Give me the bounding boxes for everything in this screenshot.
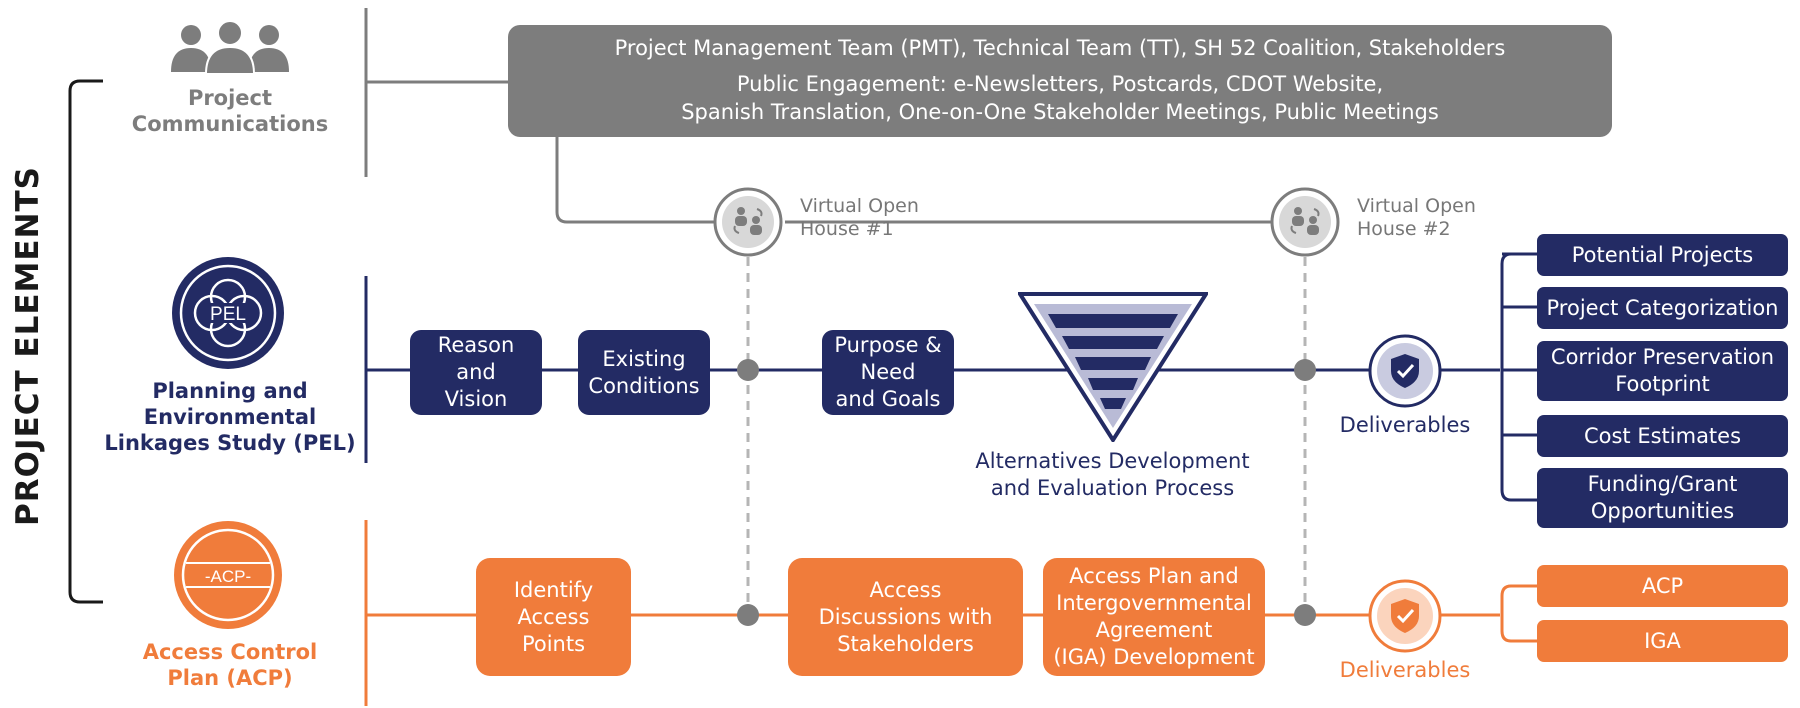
deliverable-text: IGA [1644, 628, 1681, 653]
meeting-people-icon [713, 187, 783, 257]
deliverable-text: Potential Projects [1571, 242, 1754, 267]
box-line: and Goals [835, 387, 941, 411]
milestone-dot [737, 359, 759, 381]
box-line: Discussions with [818, 604, 993, 629]
pel-deliverable-cost-estimates: Cost Estimates [1537, 415, 1788, 457]
acp-deliverable-acp: ACP [1537, 565, 1788, 607]
box-line: Vision [444, 387, 508, 411]
meeting-people-icon [1270, 187, 1340, 257]
acp-deliverable-iga: IGA [1537, 620, 1788, 662]
pel-step-existing-conditions: Existing Conditions [578, 330, 710, 415]
acp-deliverables-label: Deliverables [1339, 658, 1471, 682]
acp-step-access-discussions: Access Discussions with Stakeholders [788, 558, 1023, 676]
box-line: Access [869, 577, 942, 602]
pel-badge-icon: PEL [172, 257, 284, 369]
label-line: House #2 [1357, 218, 1451, 240]
banner-line: Spanish Translation, One-on-One Stakehol… [681, 100, 1439, 124]
deliverable-text: Footprint [1615, 372, 1710, 396]
pel-deliverables-shield-icon [1368, 334, 1442, 408]
open-house-2-label: Virtual Open House #2 [1357, 195, 1507, 241]
label-line: Plan (ACP) [167, 666, 293, 690]
people-group-icon [171, 22, 289, 74]
box-line: Access [517, 604, 590, 629]
acp-badge-text: -ACP- [205, 567, 251, 586]
open-house-connector-left [555, 137, 715, 224]
label-line: Environmental [143, 405, 317, 429]
box-line: and [456, 360, 496, 384]
pel-deliverable-corridor-preservation: Corridor Preservation Footprint [1537, 341, 1788, 401]
acp-deliverables-bracket [1500, 584, 1537, 643]
box-line: Identify [513, 577, 594, 602]
banner-line: Public Engagement: e-Newsletters, Postca… [736, 72, 1384, 96]
communications-row-label: Project Communications [115, 85, 345, 137]
label-line: Access Control [142, 640, 318, 664]
box-line: Need [860, 360, 916, 384]
deliverable-text: Opportunities [1590, 499, 1735, 523]
label-line: Planning and [152, 379, 308, 403]
pel-step-purpose-need: Purpose & Need and Goals [822, 330, 954, 415]
box-line: Agreement [1095, 618, 1213, 642]
deliverable-text: Corridor Preservation [1550, 345, 1775, 369]
acp-badge-icon: -ACP- [174, 521, 282, 629]
deliverable-text: Cost Estimates [1583, 423, 1742, 448]
project-elements-title-text: PROJECT ELEMENTS [10, 166, 46, 526]
box-line: Access Plan and [1069, 564, 1239, 588]
label-line: Virtual Open [800, 195, 919, 217]
box-line: Points [521, 631, 586, 656]
caption-line: Alternatives Development [975, 449, 1250, 473]
label-line: Communications [131, 112, 329, 136]
label-line: Virtual Open [1357, 195, 1476, 217]
pel-deliverable-funding-grant: Funding/Grant Opportunities [1537, 468, 1788, 528]
pel-badge-text: PEL [210, 304, 246, 325]
acp-deliverables-shield-icon [1368, 579, 1442, 653]
milestone-dot [737, 604, 759, 626]
pel-deliverables-bracket [1500, 252, 1537, 502]
deliverable-text: Project Categorization [1546, 295, 1779, 320]
caption-line: and Evaluation Process [990, 476, 1235, 500]
pel-deliverable-project-categorization: Project Categorization [1537, 287, 1788, 329]
acp-step-identify-access-points: Identify Access Points [476, 558, 631, 676]
box-line: Existing [602, 346, 686, 371]
box-line: (IGA) Development [1053, 645, 1255, 669]
milestone-dot [1294, 359, 1316, 381]
box-line: Purpose & [834, 333, 942, 357]
pel-row-label: Planning and Environmental Linkages Stud… [100, 378, 360, 456]
open-house-1-label: Virtual Open House #1 [800, 195, 950, 241]
label-line: House #1 [800, 218, 894, 240]
banner-line: Project Management Team (PMT), Technical… [614, 36, 1506, 60]
communications-banner: Project Management Team (PMT), Technical… [508, 25, 1612, 137]
deliverable-text: ACP [1641, 573, 1684, 598]
label-line: Linkages Study (PEL) [104, 431, 356, 455]
box-line: Reason [437, 333, 515, 357]
acp-row-label: Access Control Plan (ACP) [110, 639, 350, 691]
pel-deliverables-label: Deliverables [1339, 413, 1471, 437]
box-line: Stakeholders [837, 631, 974, 656]
project-elements-bracket [68, 79, 103, 604]
milestone-dot [1294, 604, 1316, 626]
pel-step-reason-vision: Reason and Vision [410, 330, 542, 415]
pel-deliverable-potential-projects: Potential Projects [1537, 234, 1788, 276]
box-line: Conditions [588, 373, 700, 398]
funnel-icon [1018, 292, 1208, 442]
box-line: Intergovernmental [1056, 591, 1252, 615]
label-line: Project [187, 86, 273, 110]
alternatives-caption: Alternatives Development and Evaluation … [940, 448, 1285, 502]
deliverable-text: Funding/Grant [1587, 472, 1738, 496]
acp-step-iga-development: Access Plan and Intergovernmental Agreem… [1043, 558, 1265, 676]
